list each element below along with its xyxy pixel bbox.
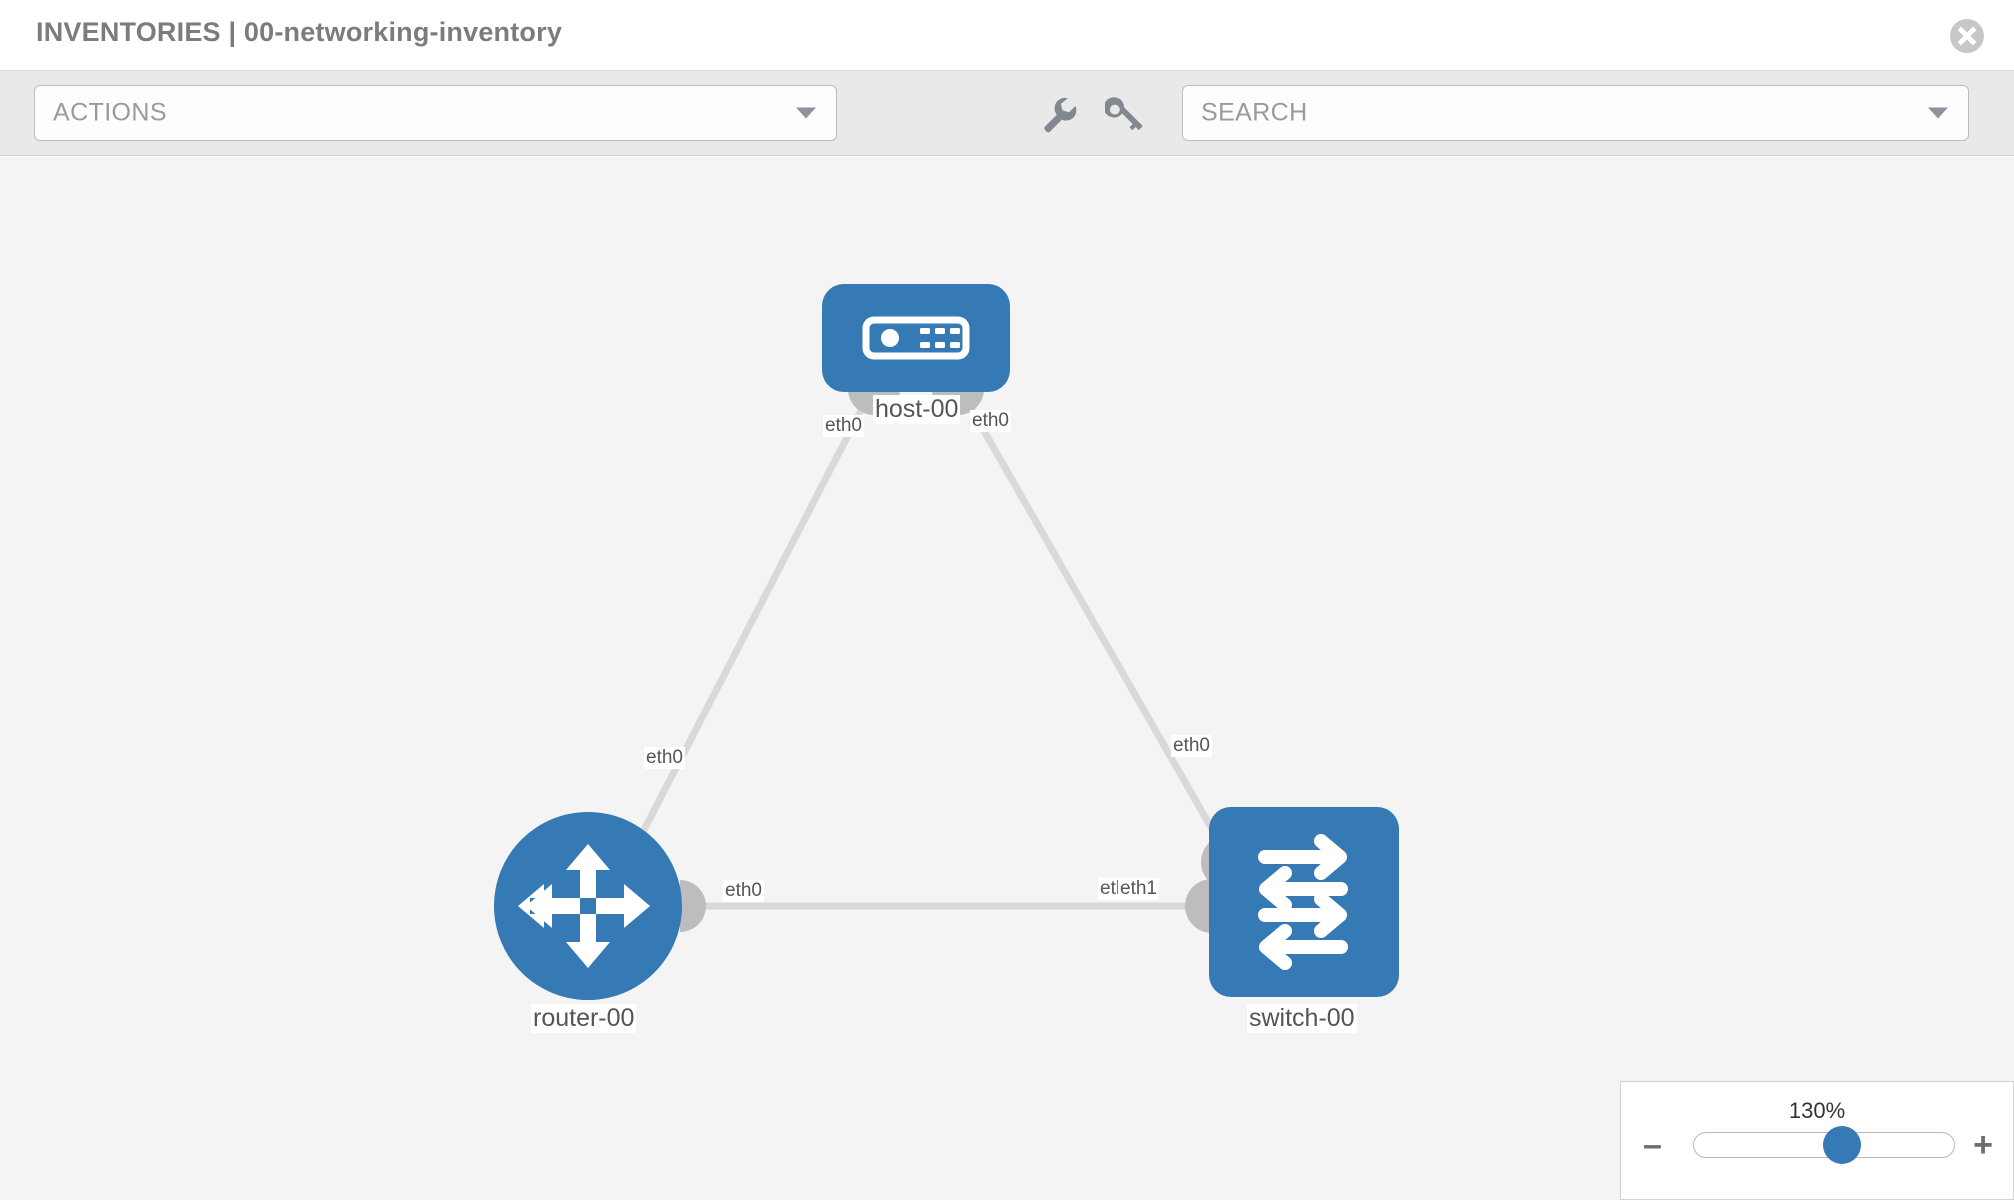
- switch-arrows-icon: [1258, 834, 1348, 970]
- iface-label: eth0: [823, 415, 864, 437]
- node-router-00[interactable]: [494, 812, 682, 1000]
- server-icon: [862, 316, 970, 360]
- chevron-down-icon: [796, 107, 816, 119]
- iface-label: eth0: [644, 747, 685, 769]
- search-input[interactable]: SEARCH: [1182, 85, 1969, 141]
- port-router00-eth0[interactable]: [680, 880, 706, 932]
- node-label-host-00: host-00: [873, 395, 961, 424]
- iface-label: eth0: [1171, 735, 1212, 757]
- node-label-router-00: router-00: [531, 1004, 637, 1033]
- page-title: INVENTORIES | 00-networking-inventory: [36, 17, 563, 47]
- topology-canvas[interactable]: eth0 eth0 eth0 eth0 eth0 eth0 eth1 host-…: [0, 157, 2014, 1200]
- search-input-placeholder: SEARCH: [1201, 98, 1308, 127]
- key-icon[interactable]: [1103, 97, 1151, 137]
- zoom-slider-thumb[interactable]: [1822, 1126, 1861, 1164]
- zoom-out-button[interactable]: –: [1643, 1126, 1662, 1164]
- node-label-switch-00: switch-00: [1247, 1004, 1357, 1033]
- router-arrows-icon: [518, 844, 650, 968]
- iface-label: eth0: [970, 410, 1011, 432]
- wrench-icon[interactable]: [1038, 97, 1084, 137]
- node-switch-00[interactable]: [1209, 807, 1399, 997]
- actions-dropdown-label: ACTIONS: [53, 98, 167, 127]
- actions-dropdown[interactable]: ACTIONS: [34, 85, 837, 141]
- iface-label: eth0: [723, 880, 764, 902]
- zoom-control-panel: 130% – +: [1620, 1081, 2014, 1200]
- link-host00-switch00[interactable]: [956, 387, 1232, 859]
- zoom-level-label: 130%: [1788, 1098, 1846, 1123]
- window-header: INVENTORIES | 00-networking-inventory: [0, 0, 2014, 71]
- iface-label: eth1: [1118, 878, 1159, 900]
- link-host00-router00[interactable]: [626, 387, 876, 859]
- chevron-down-icon: [1928, 107, 1948, 119]
- zoom-in-button[interactable]: +: [1973, 1126, 1993, 1164]
- node-host-00[interactable]: [822, 284, 1010, 392]
- port-nubs: [680, 389, 1255, 933]
- toolbar: ACTIONS SEARCH: [0, 71, 2014, 156]
- close-icon[interactable]: [1950, 19, 1984, 53]
